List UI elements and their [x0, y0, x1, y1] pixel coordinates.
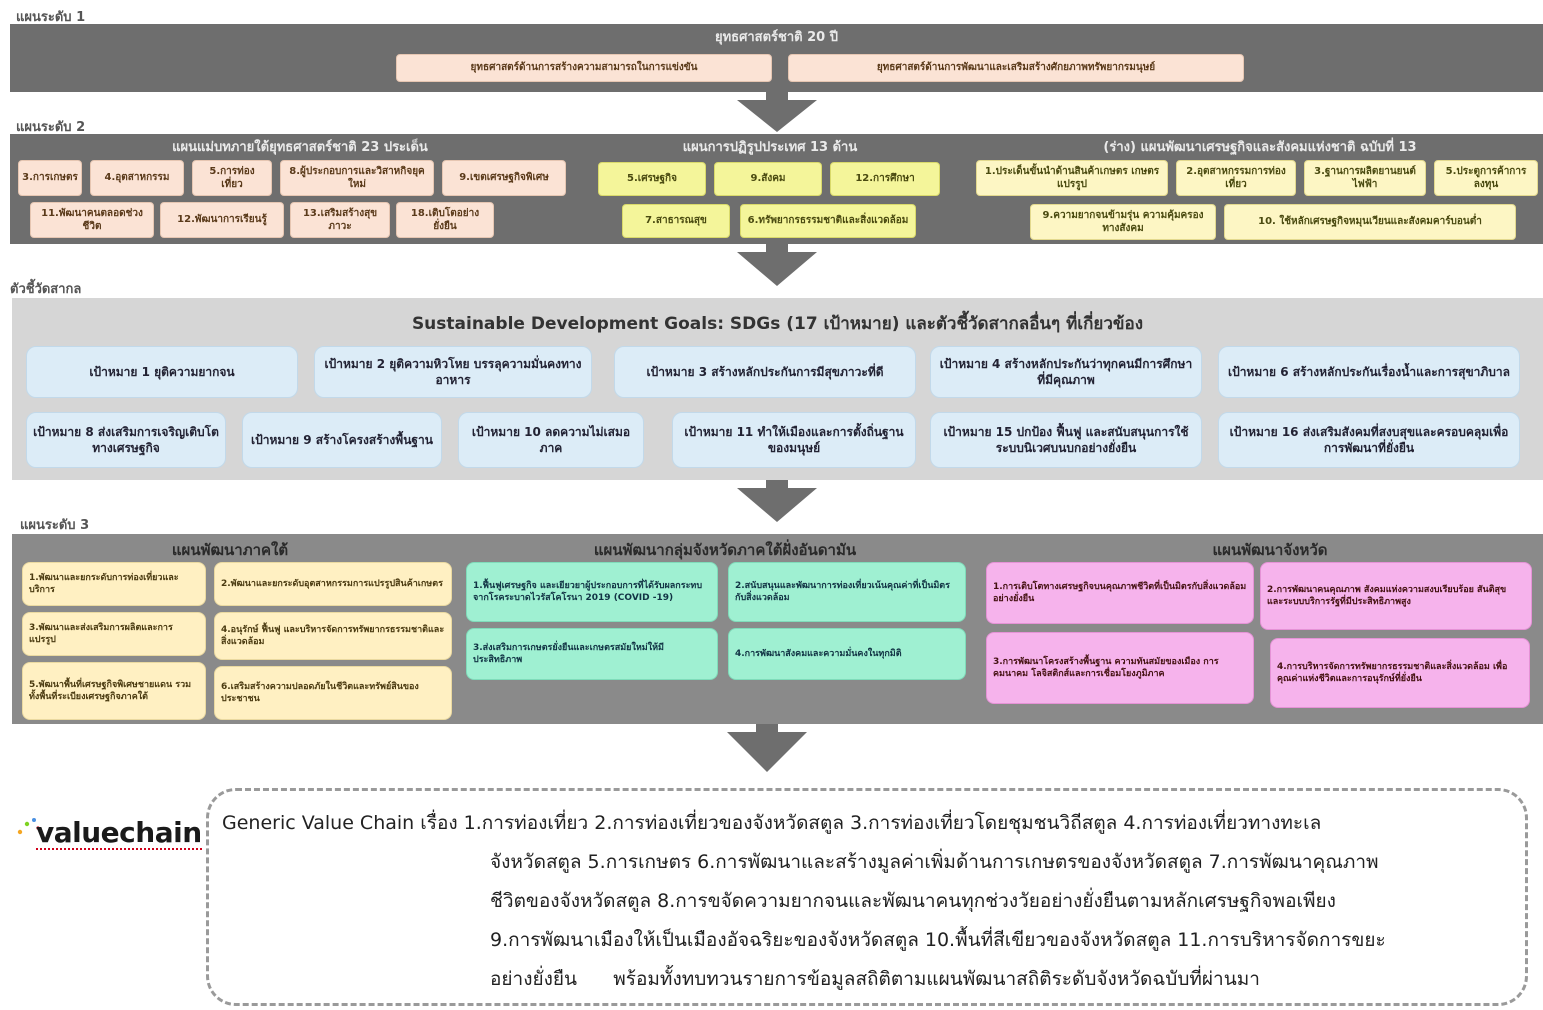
nesdp-item: 2.อุตสาหกรรมการท่องเที่ยว — [1176, 160, 1296, 196]
level3-group3-title: แผนพัฒนาจังหวัด — [1212, 541, 1328, 559]
valuechain-line-1: Generic Value Chain เรื่อง 1.การท่องเที่… — [222, 812, 1322, 834]
intl-label: ตัวชี้วัดสากล — [10, 282, 82, 297]
master-plan-item: 8.ผู้ประกอบการและวิสาหกิจยุคใหม่ — [280, 160, 434, 196]
southern-plan-item: 5.พัฒนาพื้นที่เศรษฐกิจพิเศษชายแดน รวมทั้… — [22, 662, 206, 720]
level2-label: แผนระดับ 2 — [16, 120, 86, 135]
master-plan-item: 12.พัฒนาการเรียนรู้ — [160, 202, 284, 238]
valuechain-line-3: ชีวิตของจังหวัดสตูล 8.การขจัดความยากจนแล… — [490, 890, 1336, 912]
southern-plan-item: 1.พัฒนาและยกระดับการท่องเที่ยวและบริการ — [22, 562, 206, 606]
down-arrow-icon — [737, 252, 817, 286]
master-plan-item: 3.การเกษตร — [18, 160, 82, 196]
sdg-goal: เป้าหมาย 2 ยุติความหิวโหย บรรลุความมั่นค… — [314, 346, 592, 398]
down-arrow-icon — [737, 100, 817, 132]
sdg-goal: เป้าหมาย 15 ปกป้อง ฟื้นฟู และสนับสนุนการ… — [930, 412, 1202, 468]
nesdp-item: 1.ประเด็นขั้นนำด้านสินค้าเกษตร เกษตรแปรร… — [976, 160, 1168, 196]
andaman-plan-item: 4.การพัฒนาสังคมและความมั่นคงในทุกมิติ — [728, 628, 966, 680]
master-plan-item: 18.เติบโตอย่างยั่งยืน — [396, 202, 494, 238]
master-plan-item: 9.เขตเศรษฐกิจพิเศษ — [442, 160, 566, 196]
southern-plan-item: 3.พัฒนาและส่งเสริมการผลิตและการแปรรูป — [22, 612, 206, 656]
reform-item: 12.การศึกษา — [830, 162, 940, 196]
sdg-title: Sustainable Development Goals: SDGs (17 … — [411, 314, 1144, 334]
andaman-plan-item: 1.ฟื้นฟูเศรษฐกิจ และเยียวยาผู้ประกอบการท… — [466, 562, 718, 622]
nesdp-item: 10. ใช้หลักเศรษฐกิจหมุนเวียนและสังคมคาร์… — [1224, 204, 1516, 240]
valuechain-logo: valuechain — [14, 814, 210, 858]
level1-box-human-resources: ยุทธศาสตร์ด้านการพัฒนาและเสริมสร้างศักยภ… — [788, 54, 1244, 82]
provincial-plan-item: 3.การพัฒนาโครงสร้างพื้นฐาน ความทันสมัยขอ… — [986, 632, 1254, 704]
southern-plan-item: 2.พัฒนาและยกระดับอุตสาหกรรมการแปรรูปสินค… — [214, 562, 452, 606]
nesdp-item: 3.ฐานการผลิตยานยนต์ไฟฟ้า — [1304, 160, 1426, 196]
reform-item: 9.สังคม — [714, 162, 822, 196]
level2-group1-title: แผนแม่บทภายใต้ยุทธศาสตร์ชาติ 23 ประเด็น — [172, 140, 428, 155]
southern-plan-item: 4.อนุรักษ์ ฟื้นฟู และบริหารจัดการทรัพยาก… — [214, 612, 452, 660]
sdg-goal: เป้าหมาย 6 สร้างหลักประกันเรื่องน้ำและกา… — [1218, 346, 1520, 398]
master-plan-item: 4.อุตสาหกรรม — [90, 160, 184, 196]
reform-item: 5.เศรษฐกิจ — [598, 162, 706, 196]
down-arrow-icon — [737, 488, 817, 522]
sdg-goal: เป้าหมาย 1 ยุติความยากจน — [26, 346, 298, 398]
valuechain-box — [206, 788, 1528, 1006]
nesdp-item: 5.ประตูการค้าการลงทุน — [1434, 160, 1538, 196]
provincial-plan-item: 4.การบริหารจัดการทรัพยากรธรรมชาติและสิ่ง… — [1270, 638, 1530, 708]
sparkle-icon — [17, 818, 40, 835]
valuechain-line-4: 9.การพัฒนาเมืองให้เป็นเมืองอัจฉริยะของจั… — [490, 929, 1386, 951]
arrow-shaft-4 — [756, 724, 778, 734]
down-arrow-icon — [727, 732, 807, 772]
sdg-goal: เป้าหมาย 11 ทำให้เมืองและการตั้งถิ่นฐานข… — [672, 412, 916, 468]
level2-group3-title: (ร่าง) แผนพัฒนาเศรษฐกิจและสังคมแห่งชาติ … — [1103, 140, 1417, 155]
sdg-goal: เป้าหมาย 3 สร้างหลักประกันการมีสุขภาวะที… — [614, 346, 916, 398]
reform-item: 7.สาธารณสุข — [622, 204, 730, 238]
andaman-plan-item: 3.ส่งเสริมการเกษตรยั่งยืนและเกษตรสมัยใหม… — [466, 628, 718, 680]
sdg-goal: เป้าหมาย 10 ลดความไม่เสมอภาค — [458, 412, 644, 468]
level2-group2-title: แผนการปฏิรูปประเทศ 13 ด้าน — [682, 140, 858, 155]
andaman-plan-item: 2.สนับสนุนและพัฒนาการท่องเที่ยวเน้นคุณค่… — [728, 562, 966, 622]
level1-band — [10, 24, 1543, 92]
valuechain-line-5: อย่างยั่งยืน พร้อมทั้งทบทวนรายการข้อมูลส… — [490, 968, 1260, 990]
southern-plan-item: 6.เสริมสร้างความปลอดภัยในชีวิตและทรัพย์ส… — [214, 666, 452, 720]
sdg-goal: เป้าหมาย 16 ส่งเสริมสังคมที่สงบสุขและครอ… — [1218, 412, 1520, 468]
provincial-plan-item: 1.การเติบโตทางเศรษฐกิจบนคุณภาพชีวิตที่เป… — [986, 562, 1254, 624]
master-plan-item: 11.พัฒนาคนตลอดช่วงชีวิต — [30, 202, 154, 238]
valuechain-line-2: จังหวัดสตูล 5.การเกษตร 6.การพัฒนาและสร้า… — [490, 851, 1379, 873]
sdg-goal: เป้าหมาย 9 สร้างโครงสร้างพื้นฐาน — [242, 412, 442, 468]
sdg-goal: เป้าหมาย 4 สร้างหลักประกันว่าทุกคนมีการศ… — [930, 346, 1202, 398]
arrow-shaft-1 — [766, 92, 788, 102]
master-plan-item: 13.เสริมสร้างสุขภาวะ — [290, 202, 390, 238]
level1-title: ยุทธศาสตร์ชาติ 20 ปี — [715, 30, 838, 45]
level3-group2-title: แผนพัฒนากลุ่มจังหวัดภาคใต้ฝั่งอันดามัน — [593, 541, 857, 559]
provincial-plan-item: 2.การพัฒนาคนคุณภาพ สังคมแห่งความสงบเรียบ… — [1260, 562, 1532, 630]
reform-item: 6.ทรัพยากรธรรมชาติและสิ่งแวดล้อม — [740, 204, 916, 238]
arrow-shaft-3 — [766, 480, 788, 490]
level1-box-competitiveness: ยุทธศาสตร์ด้านการสร้างความสามารถในการแข่… — [396, 54, 772, 82]
level3-group1-title: แผนพัฒนาภาคใต้ — [171, 541, 289, 559]
level3-label: แผนระดับ 3 — [20, 518, 90, 533]
level1-label: แผนระดับ 1 — [16, 10, 86, 25]
nesdp-item: 9.ความยากจนข้ามรุ่น ความคุ้มครองทางสังคม — [1030, 204, 1216, 240]
master-plan-item: 5.การท่องเที่ยว — [192, 160, 272, 196]
sdg-goal: เป้าหมาย 8 ส่งเสริมการเจริญเติบโตทางเศรษ… — [26, 412, 226, 468]
valuechain-logo-text: valuechain — [36, 816, 202, 850]
arrow-shaft-2 — [766, 244, 788, 254]
